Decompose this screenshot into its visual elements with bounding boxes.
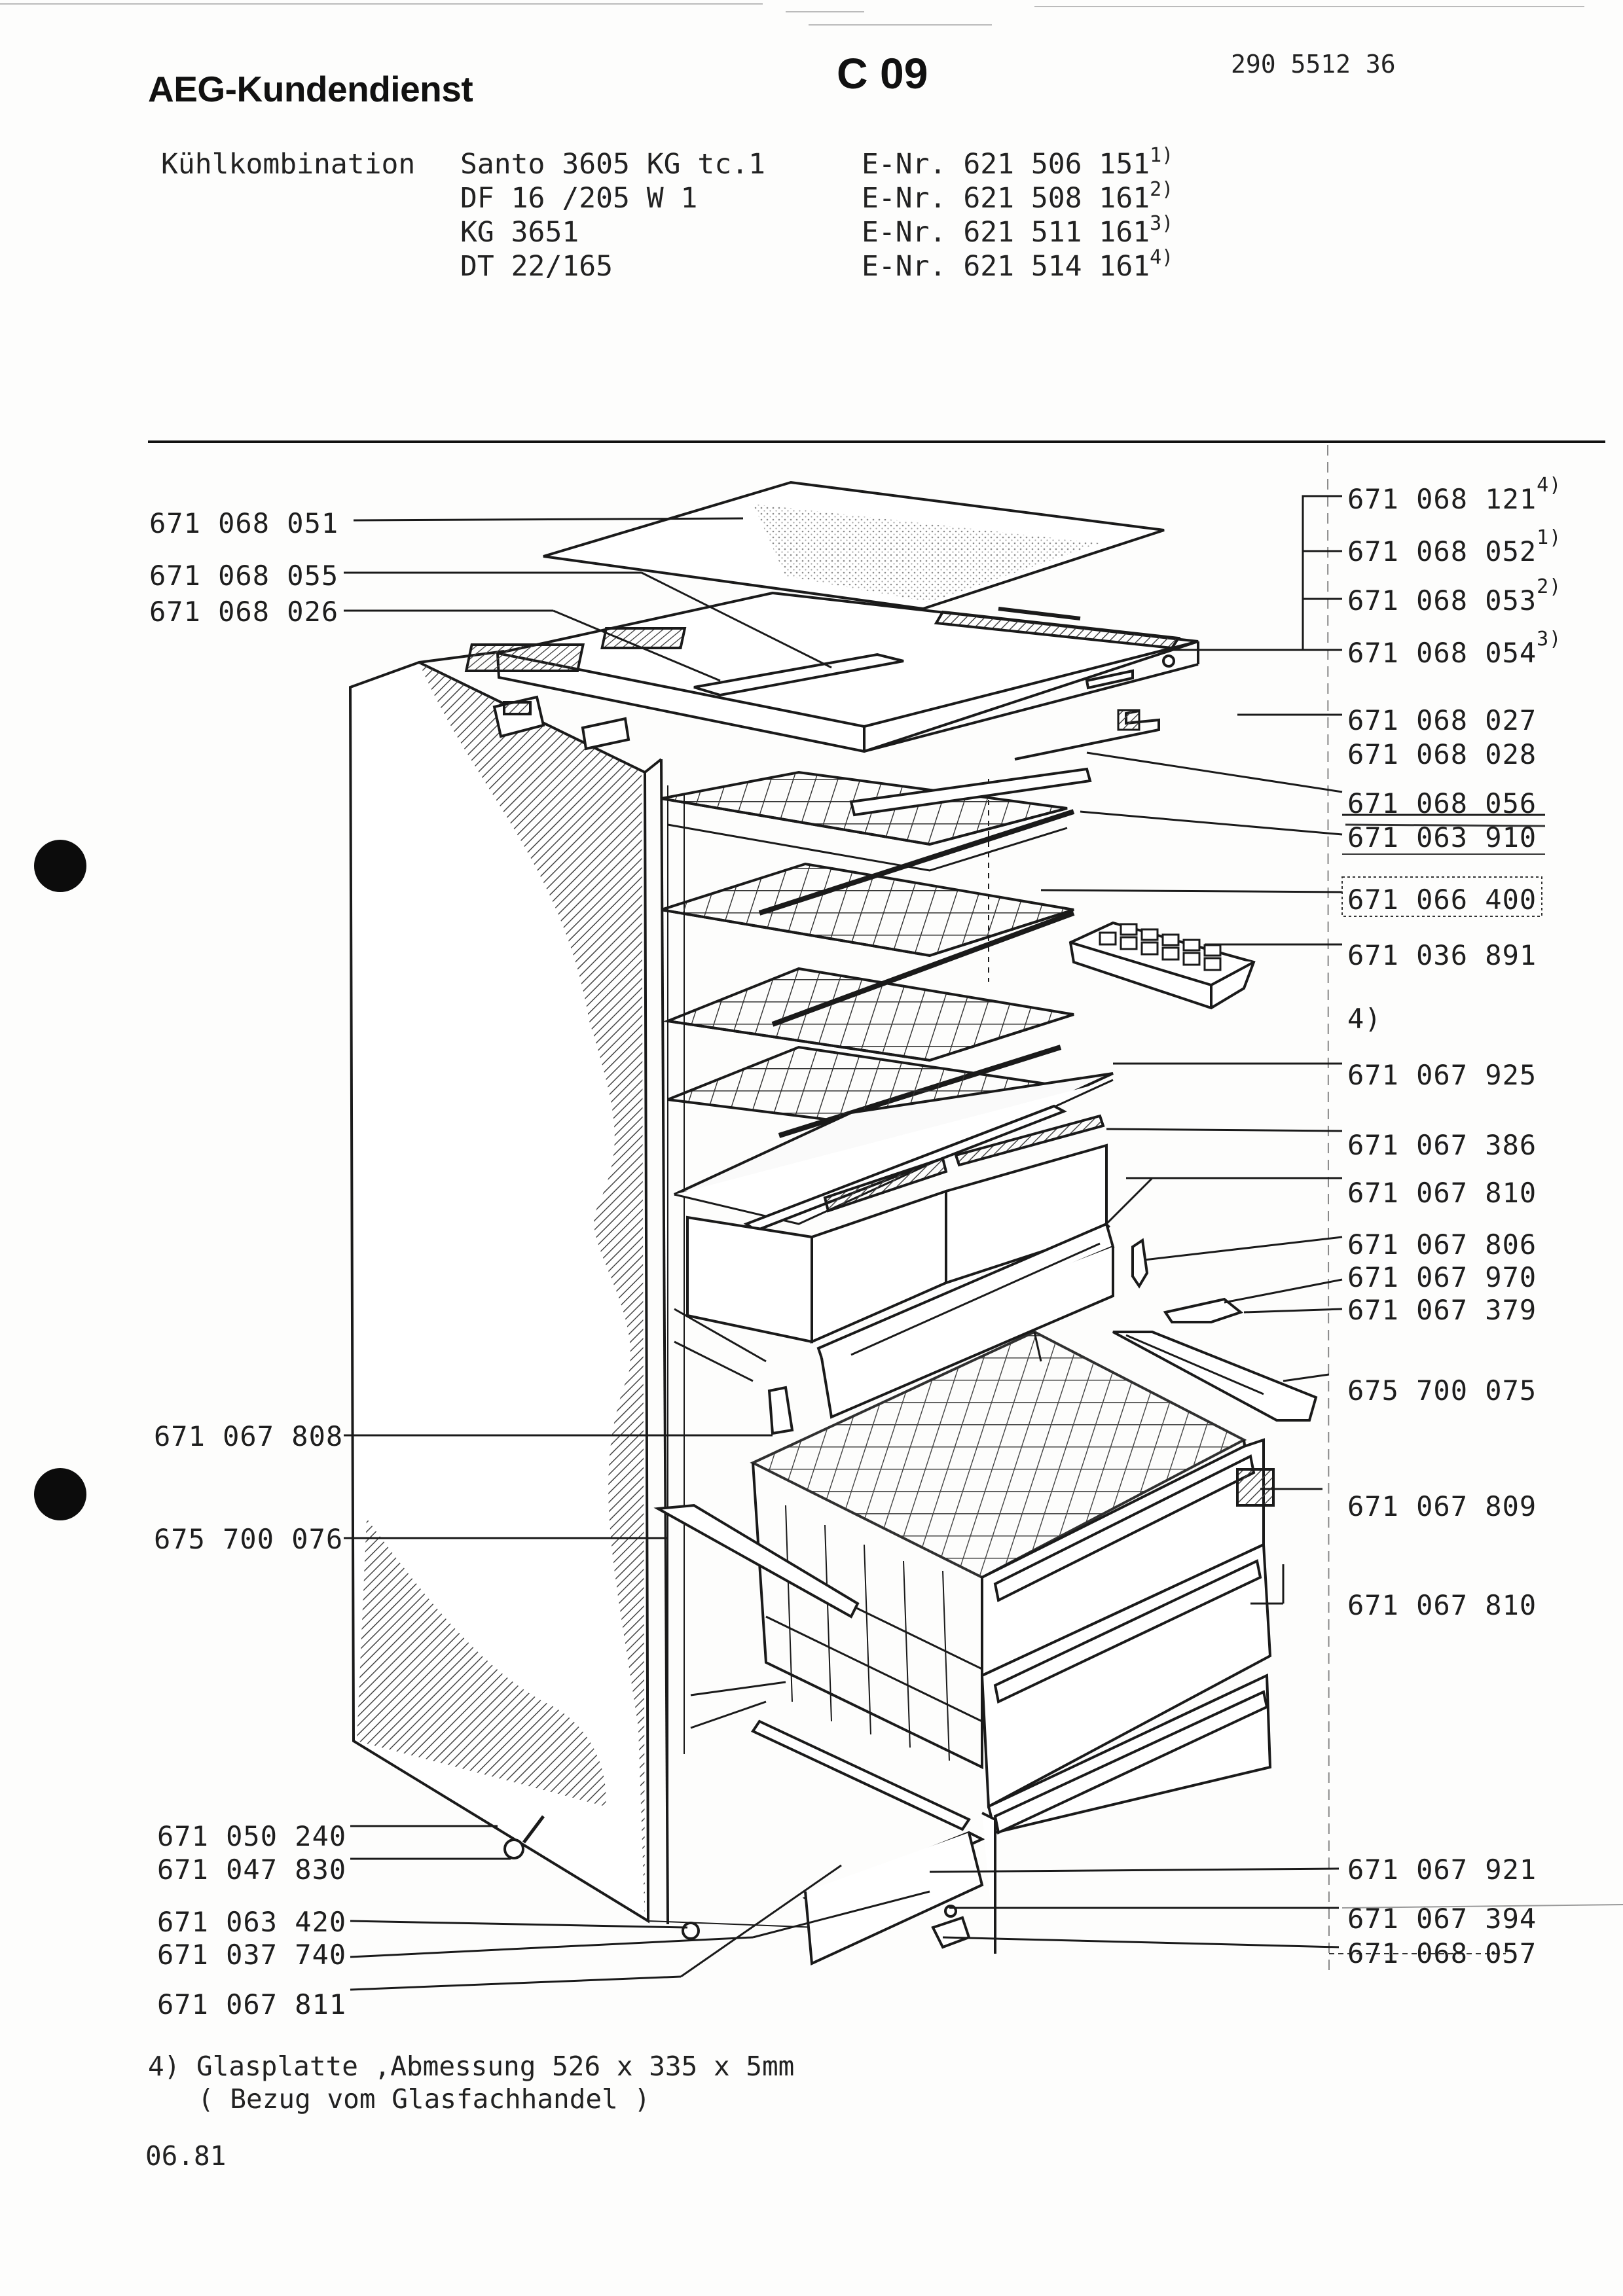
- part-number: 671 050 240: [157, 1820, 347, 1852]
- leader-lines-left: [344, 517, 930, 1991]
- hinge-bracket: [1117, 709, 1140, 731]
- number-boxes: [1329, 823, 1623, 1954]
- freezer-drawer-fronts: [980, 1438, 1272, 1835]
- part-number: 671 067 806: [1347, 1229, 1537, 1261]
- diagram-border: [1327, 444, 1330, 1976]
- part-number: 671 068 057: [1347, 1937, 1537, 1969]
- enr-value: E-Nr. 621 511 161: [862, 216, 1150, 249]
- drawer-catch: [1236, 1468, 1275, 1507]
- section-code: C 09: [837, 49, 928, 98]
- model-enr: E-Nr. 621 511 1613): [862, 212, 1173, 249]
- part-number: 671 067 386: [1347, 1129, 1537, 1161]
- part-number: 671 063 420: [157, 1906, 347, 1938]
- part-number: 671 068 028: [1347, 738, 1537, 770]
- enr-value: E-Nr. 621 514 161: [862, 250, 1150, 283]
- part-number: 671 047 830: [157, 1854, 347, 1886]
- footnote-ref: 3): [1150, 212, 1174, 235]
- part-number-value: 671 068 052: [1347, 535, 1537, 567]
- part-number: 671 067 810: [1347, 1177, 1537, 1209]
- part-number-value: 671 068 121: [1347, 483, 1537, 515]
- part-number: 671 067 921: [1347, 1854, 1537, 1886]
- part-number-value: 671 068 053: [1347, 584, 1537, 617]
- footnote-ref: 4): [1537, 474, 1562, 497]
- part-number: 671 067 394: [1347, 1903, 1537, 1935]
- divider-bar: [849, 767, 1092, 817]
- brand-title: AEG-Kundendienst: [148, 69, 473, 109]
- model-name: DT 22/165: [460, 250, 613, 283]
- part-number: 671 068 055: [149, 560, 339, 592]
- leader-lines-right: [929, 495, 1545, 1948]
- crisper-drawers: [686, 1114, 1108, 1344]
- part-number: 671 067 809: [1347, 1490, 1537, 1522]
- wire-shelves: [661, 770, 1075, 1138]
- top-cover-plate: [543, 480, 1165, 611]
- model-name: KG 3651: [460, 216, 579, 249]
- part-number: 671 067 970: [1347, 1261, 1537, 1293]
- part-number: 671 066 400: [1347, 884, 1537, 916]
- part-number: 671 068 0532): [1347, 575, 1561, 617]
- part-number: 671 067 811: [157, 1988, 347, 2020]
- part-number: 671 067 925: [1347, 1059, 1537, 1091]
- part-number: 675 700 076: [154, 1523, 344, 1555]
- document-number: 290 5512 36: [1231, 50, 1396, 79]
- part-number: 671 068 0521): [1347, 526, 1561, 567]
- part-number: 675 700 075: [1347, 1374, 1537, 1407]
- model-enr: E-Nr. 621 508 1612): [862, 178, 1173, 215]
- punch-hole: [34, 1468, 86, 1520]
- part-number: 671 068 051: [149, 507, 339, 539]
- part-number: 671 068 1214): [1347, 474, 1561, 515]
- issue-date: 06.81: [145, 2140, 227, 2172]
- slide-rail-left: [653, 1503, 860, 1619]
- footnote-ref: 1): [1537, 526, 1562, 549]
- freezer-flap: [816, 1222, 1115, 1419]
- ice-tray: [1068, 921, 1256, 1010]
- part-number: 671 067 808: [154, 1420, 344, 1452]
- model-enr: E-Nr. 621 506 1511): [862, 144, 1173, 181]
- latch-left: [767, 1386, 794, 1435]
- control-frame: [464, 591, 1199, 753]
- footnote-ref: 3): [1537, 628, 1562, 651]
- part-number: 671 068 026: [149, 596, 339, 628]
- footnote-supplier: ( Bezug vom Glasfachhandel ): [198, 2083, 651, 2115]
- model-enr: E-Nr. 621 514 1614): [862, 246, 1173, 283]
- footnote-ref: 4): [1150, 246, 1174, 269]
- part-number: 671 068 027: [1347, 704, 1537, 736]
- appliance-type: Kühlkombination: [161, 148, 416, 181]
- punch-hole: [34, 840, 86, 892]
- part-number: 671 068 0543): [1347, 628, 1561, 669]
- enr-value: E-Nr. 621 508 161: [862, 182, 1150, 215]
- part-number: 671 068 056: [1347, 787, 1537, 819]
- part-number-value: 671 068 054: [1347, 637, 1537, 669]
- part-number: 671 037 740: [157, 1939, 347, 1971]
- glass-plate: [674, 1072, 1114, 1232]
- footnote-ref: 4): [1347, 1003, 1382, 1035]
- scan-marks: [0, 3, 1584, 26]
- footnote-ref: 2): [1537, 575, 1562, 598]
- part-number: 671 067 379: [1347, 1294, 1537, 1326]
- model-name: DF 16 /205 W 1: [460, 182, 698, 215]
- part-number: 671 067 810: [1347, 1589, 1537, 1621]
- cabinet: [348, 650, 989, 1928]
- part-number: 671 036 891: [1347, 939, 1537, 971]
- model-name: Santo 3605 KG tc.1: [460, 148, 765, 181]
- footnote-glass-plate: 4) Glasplatte ,Abmessung 526 x 335 x 5mm: [148, 2051, 795, 2082]
- footnote-ref: 2): [1150, 178, 1174, 201]
- hinge-parts-right: [1112, 1238, 1318, 1422]
- part-number: 671 063 910: [1347, 821, 1537, 853]
- small-hardware-top-left: [492, 695, 630, 751]
- footnote-ref: 1): [1150, 144, 1174, 167]
- enr-value: E-Nr. 621 506 151: [862, 148, 1150, 181]
